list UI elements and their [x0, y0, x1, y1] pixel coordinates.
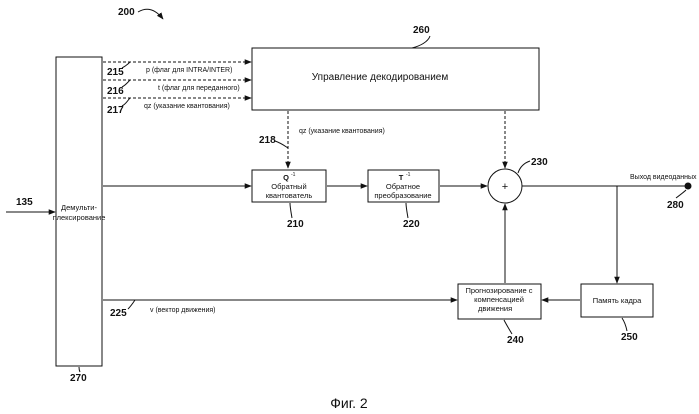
motion-vector-label: v (вектор движения)	[150, 307, 216, 314]
flag-t-leader	[122, 80, 130, 87]
output-ref-label: 280	[667, 200, 684, 211]
mcp-ref-leader	[504, 320, 512, 334]
flag-t-label: t (флаг для переданного)	[158, 85, 240, 92]
control-ref-leader	[412, 36, 430, 48]
inverse-transform-label-line1: Обратное	[386, 182, 420, 191]
flag-p-leader	[122, 62, 130, 68]
inverse-quantizer-ref-label: 210	[287, 219, 304, 230]
adder-ref-leader	[518, 161, 530, 173]
inverse-transform-symbol: T	[399, 173, 404, 182]
inverse-transform-ref-label: 220	[403, 219, 420, 230]
quant-ref-label: 217	[107, 105, 124, 116]
motion-prediction-label-line2: компенсацией	[474, 295, 524, 304]
adder-symbol: +	[502, 181, 508, 193]
motion-vector-ref-label: 225	[110, 308, 127, 319]
frame-memory-label: Память кадра	[593, 296, 642, 305]
flag-t-ref-label: 216	[107, 86, 124, 97]
qz-down-leader	[275, 141, 288, 148]
adder-ref-label: 230	[531, 157, 548, 168]
inverse-transform-superscript: -1	[406, 172, 411, 178]
figure-caption: Фиг. 2	[330, 395, 368, 411]
quant-label: qz (указание квантования)	[144, 103, 230, 110]
demux-ref-leader	[79, 367, 80, 372]
control-ref-label: 260	[413, 25, 430, 36]
motion-prediction-label-line1: Прогнозирование с	[465, 286, 532, 295]
inverse-quantizer-symbol: Q	[283, 173, 289, 182]
quant-leader	[122, 98, 130, 106]
motion-prediction-ref-label: 240	[507, 335, 524, 346]
input-ref-label: 135	[16, 197, 33, 208]
invq-ref-leader	[290, 203, 292, 218]
figure-ref-label: 200	[118, 7, 135, 18]
flag-p-label: p (флаг для INTRA/INTER)	[146, 67, 232, 74]
figure-ref-arrow	[138, 9, 163, 19]
qz-down-label: qz (указание квантования)	[299, 128, 385, 135]
inverse-quantizer-label-line2: квантователь	[266, 191, 313, 200]
output-label: Выход видеоданных	[630, 174, 697, 181]
frame-memory-ref-label: 250	[621, 332, 638, 343]
decoding-control-label: Управление декодированием	[312, 72, 449, 83]
invt-ref-leader	[406, 203, 408, 218]
motion-vector-leader	[128, 300, 135, 309]
qz-down-ref-label: 218	[259, 135, 276, 146]
inverse-quantizer-label-line1: Обратный	[271, 182, 306, 191]
output-terminal	[685, 183, 692, 190]
motion-prediction-label-line3: движения	[478, 304, 512, 313]
flag-p-ref-label: 215	[107, 67, 124, 78]
demultiplexer-ref-label: 270	[70, 373, 87, 384]
inverse-quantizer-superscript: -1	[291, 172, 296, 178]
inverse-transform-label-line2: преобразование	[374, 191, 431, 200]
demultiplexer-label-line1: Демульти-	[61, 203, 97, 212]
output-ref-leader	[676, 190, 686, 198]
framemem-ref-leader	[622, 318, 627, 331]
demultiplexer-label-line2: плексирование	[53, 213, 106, 222]
